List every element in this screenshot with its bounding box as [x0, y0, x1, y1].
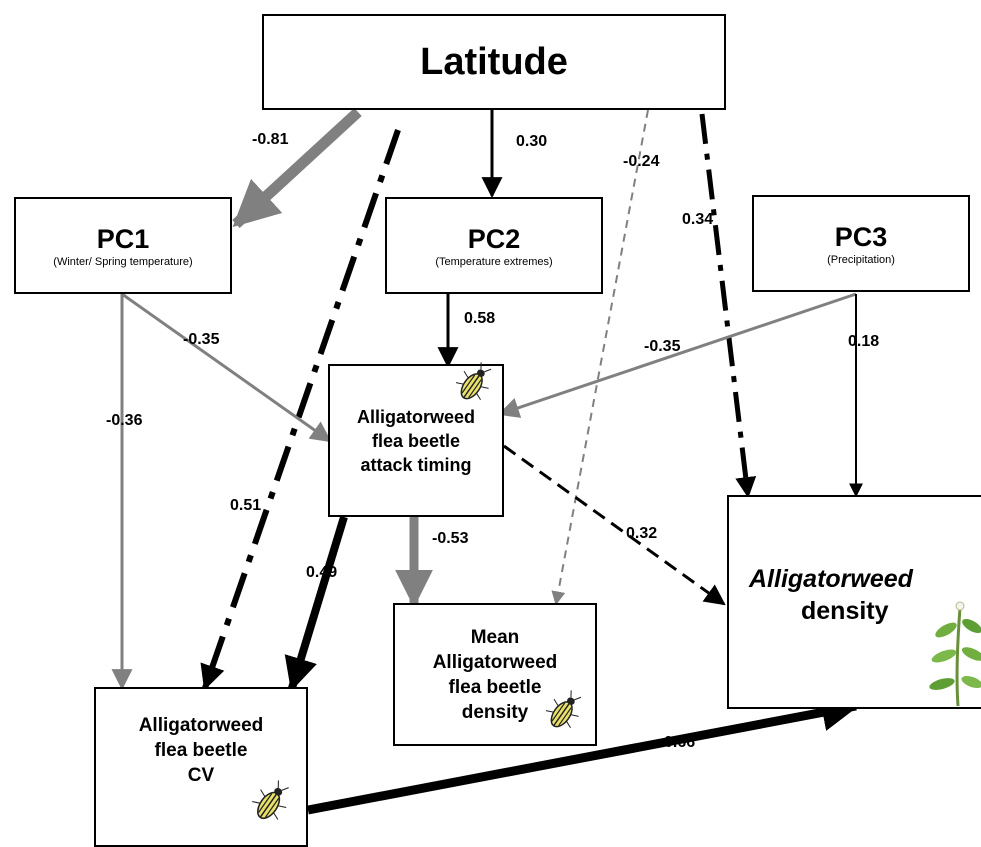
mean-density-line3: flea beetle	[448, 676, 542, 698]
arrow-attack-cv	[284, 515, 348, 692]
coef-pc2-attack: 0.58	[464, 310, 496, 327]
pc1-subtitle: (Winter/ Spring temperature)	[53, 255, 193, 268]
pc1-title: PC1	[96, 223, 150, 254]
flea-beetle-icon	[455, 362, 492, 401]
coef-pc1-cv: -0.36	[106, 412, 143, 429]
alligatorweed-plant-icon	[929, 601, 981, 706]
arrow-lat-cv	[200, 129, 401, 691]
coef-lat-weed: 0.34	[682, 211, 714, 228]
coef-pc3-attack: -0.35	[644, 338, 681, 355]
coef-cv-weed: 0.66	[664, 734, 696, 751]
coef-lat-mean: -0.24	[623, 153, 660, 170]
mean-density-line4: density	[461, 701, 529, 723]
latitude-title: Latitude	[420, 40, 568, 83]
coef-pc3-weed: 0.18	[848, 333, 880, 350]
beetle-cv-line2: flea beetle	[154, 740, 248, 761]
arrow-lat-weed	[699, 113, 757, 499]
arrow-pc3-attack	[498, 292, 857, 418]
pc2-box: PC2 (Temperature extremes)	[385, 197, 603, 294]
coef-attack-mean: -0.53	[432, 530, 469, 547]
flea-beetle-icon	[252, 780, 289, 820]
coef-attack-cv: 0.49	[306, 564, 338, 581]
attack-timing-line1: Alligatorweed	[356, 406, 476, 427]
attack-timing-line2: flea beetle	[371, 430, 461, 451]
beetle-cv-line3: CV	[187, 765, 215, 786]
arrow-cv-weed	[307, 693, 860, 815]
mean-density-line2: Alligatorweed	[432, 651, 558, 673]
flea-beetle-icon	[545, 690, 582, 729]
weed-density-box: Alligatorweed density	[727, 495, 981, 709]
beetle-cv-box: Alligatorweed flea beetle CV	[94, 687, 308, 847]
latitude-box: Latitude	[262, 14, 726, 110]
arrow-lat-pc1	[232, 107, 362, 229]
arrow-attack-weed	[503, 444, 726, 606]
coef-lat-pc2: 0.30	[516, 133, 548, 150]
weed-density-line2: density	[801, 597, 889, 625]
pc3-box: PC3 (Precipitation)	[752, 195, 970, 292]
coef-attack-weed: 0.32	[626, 525, 658, 542]
pc2-subtitle: (Temperature extremes)	[435, 255, 553, 268]
pc1-box: PC1 (Winter/ Spring temperature)	[14, 197, 232, 294]
mean-density-line1: Mean	[470, 626, 520, 648]
pc2-title: PC2	[467, 223, 521, 254]
coef-lat-pc1: -0.81	[252, 131, 289, 148]
arrow-pc1-attack	[121, 292, 332, 443]
attack-timing-line3: attack timing	[360, 454, 472, 475]
pc3-subtitle: (Precipitation)	[827, 253, 895, 266]
coef-lat-cv: 0.51	[230, 497, 262, 514]
attack-timing-box: Alligatorweed flea beetle attack timing	[328, 364, 504, 517]
beetle-cv-line1: Alligatorweed	[138, 715, 264, 736]
weed-density-line1: Alligatorweed	[749, 565, 913, 593]
coef-pc1-attack: -0.35	[183, 331, 220, 348]
pc3-title: PC3	[834, 221, 888, 252]
